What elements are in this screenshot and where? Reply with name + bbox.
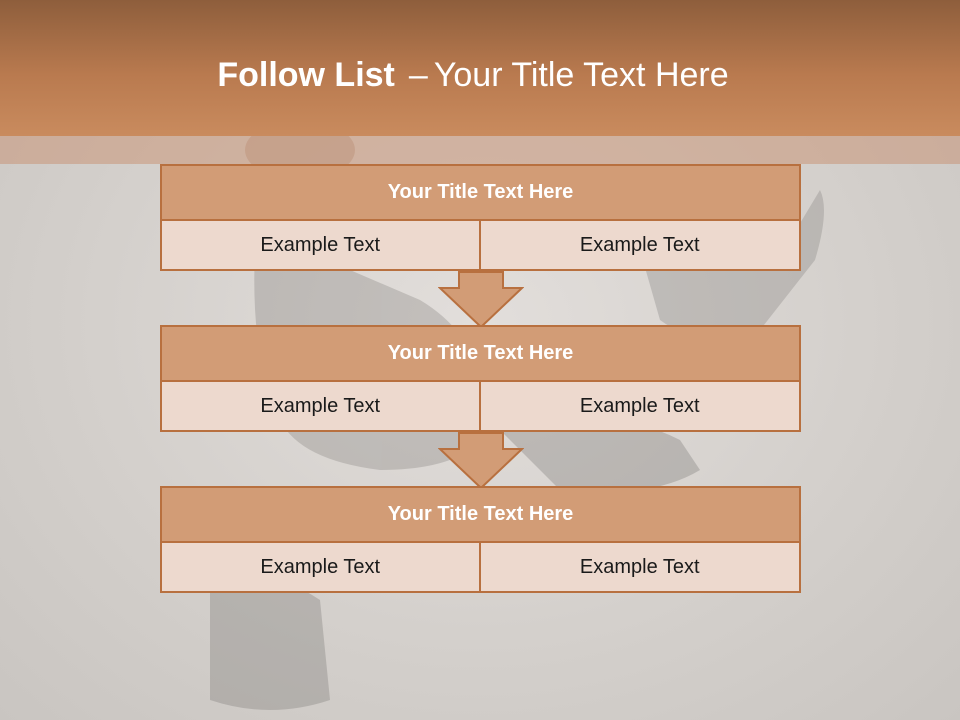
step-1-left-cell: Example Text: [160, 221, 481, 271]
step-box-3: Your Title Text Here Example Text Exampl…: [160, 486, 801, 593]
down-arrow-icon-1: [438, 271, 524, 329]
down-arrow-icon-2: [438, 432, 524, 490]
step-title-1: Your Title Text Here: [160, 164, 801, 221]
step-box-1: Your Title Text Here Example Text Exampl…: [160, 164, 801, 271]
step-1-right-cell: Example Text: [480, 221, 801, 271]
step-2-left-cell: Example Text: [160, 382, 481, 432]
step-row-1: Example Text Example Text: [160, 221, 801, 271]
step-row-3: Example Text Example Text: [160, 543, 801, 593]
step-title-3: Your Title Text Here: [160, 486, 801, 543]
slide-title: Follow List–Your Title Text Here: [0, 52, 946, 98]
slide-title-rest: Your Title Text Here: [433, 56, 729, 94]
slide-title-dash: –: [408, 56, 428, 94]
step-3-left-cell: Example Text: [160, 543, 481, 593]
step-row-2: Example Text Example Text: [160, 382, 801, 432]
title-bar-strip: [0, 136, 960, 164]
slide-title-bold: Follow List: [217, 56, 395, 94]
title-bar: [0, 0, 960, 136]
step-3-right-cell: Example Text: [480, 543, 801, 593]
step-box-2: Your Title Text Here Example Text Exampl…: [160, 325, 801, 432]
step-title-2: Your Title Text Here: [160, 325, 801, 382]
step-2-right-cell: Example Text: [480, 382, 801, 432]
